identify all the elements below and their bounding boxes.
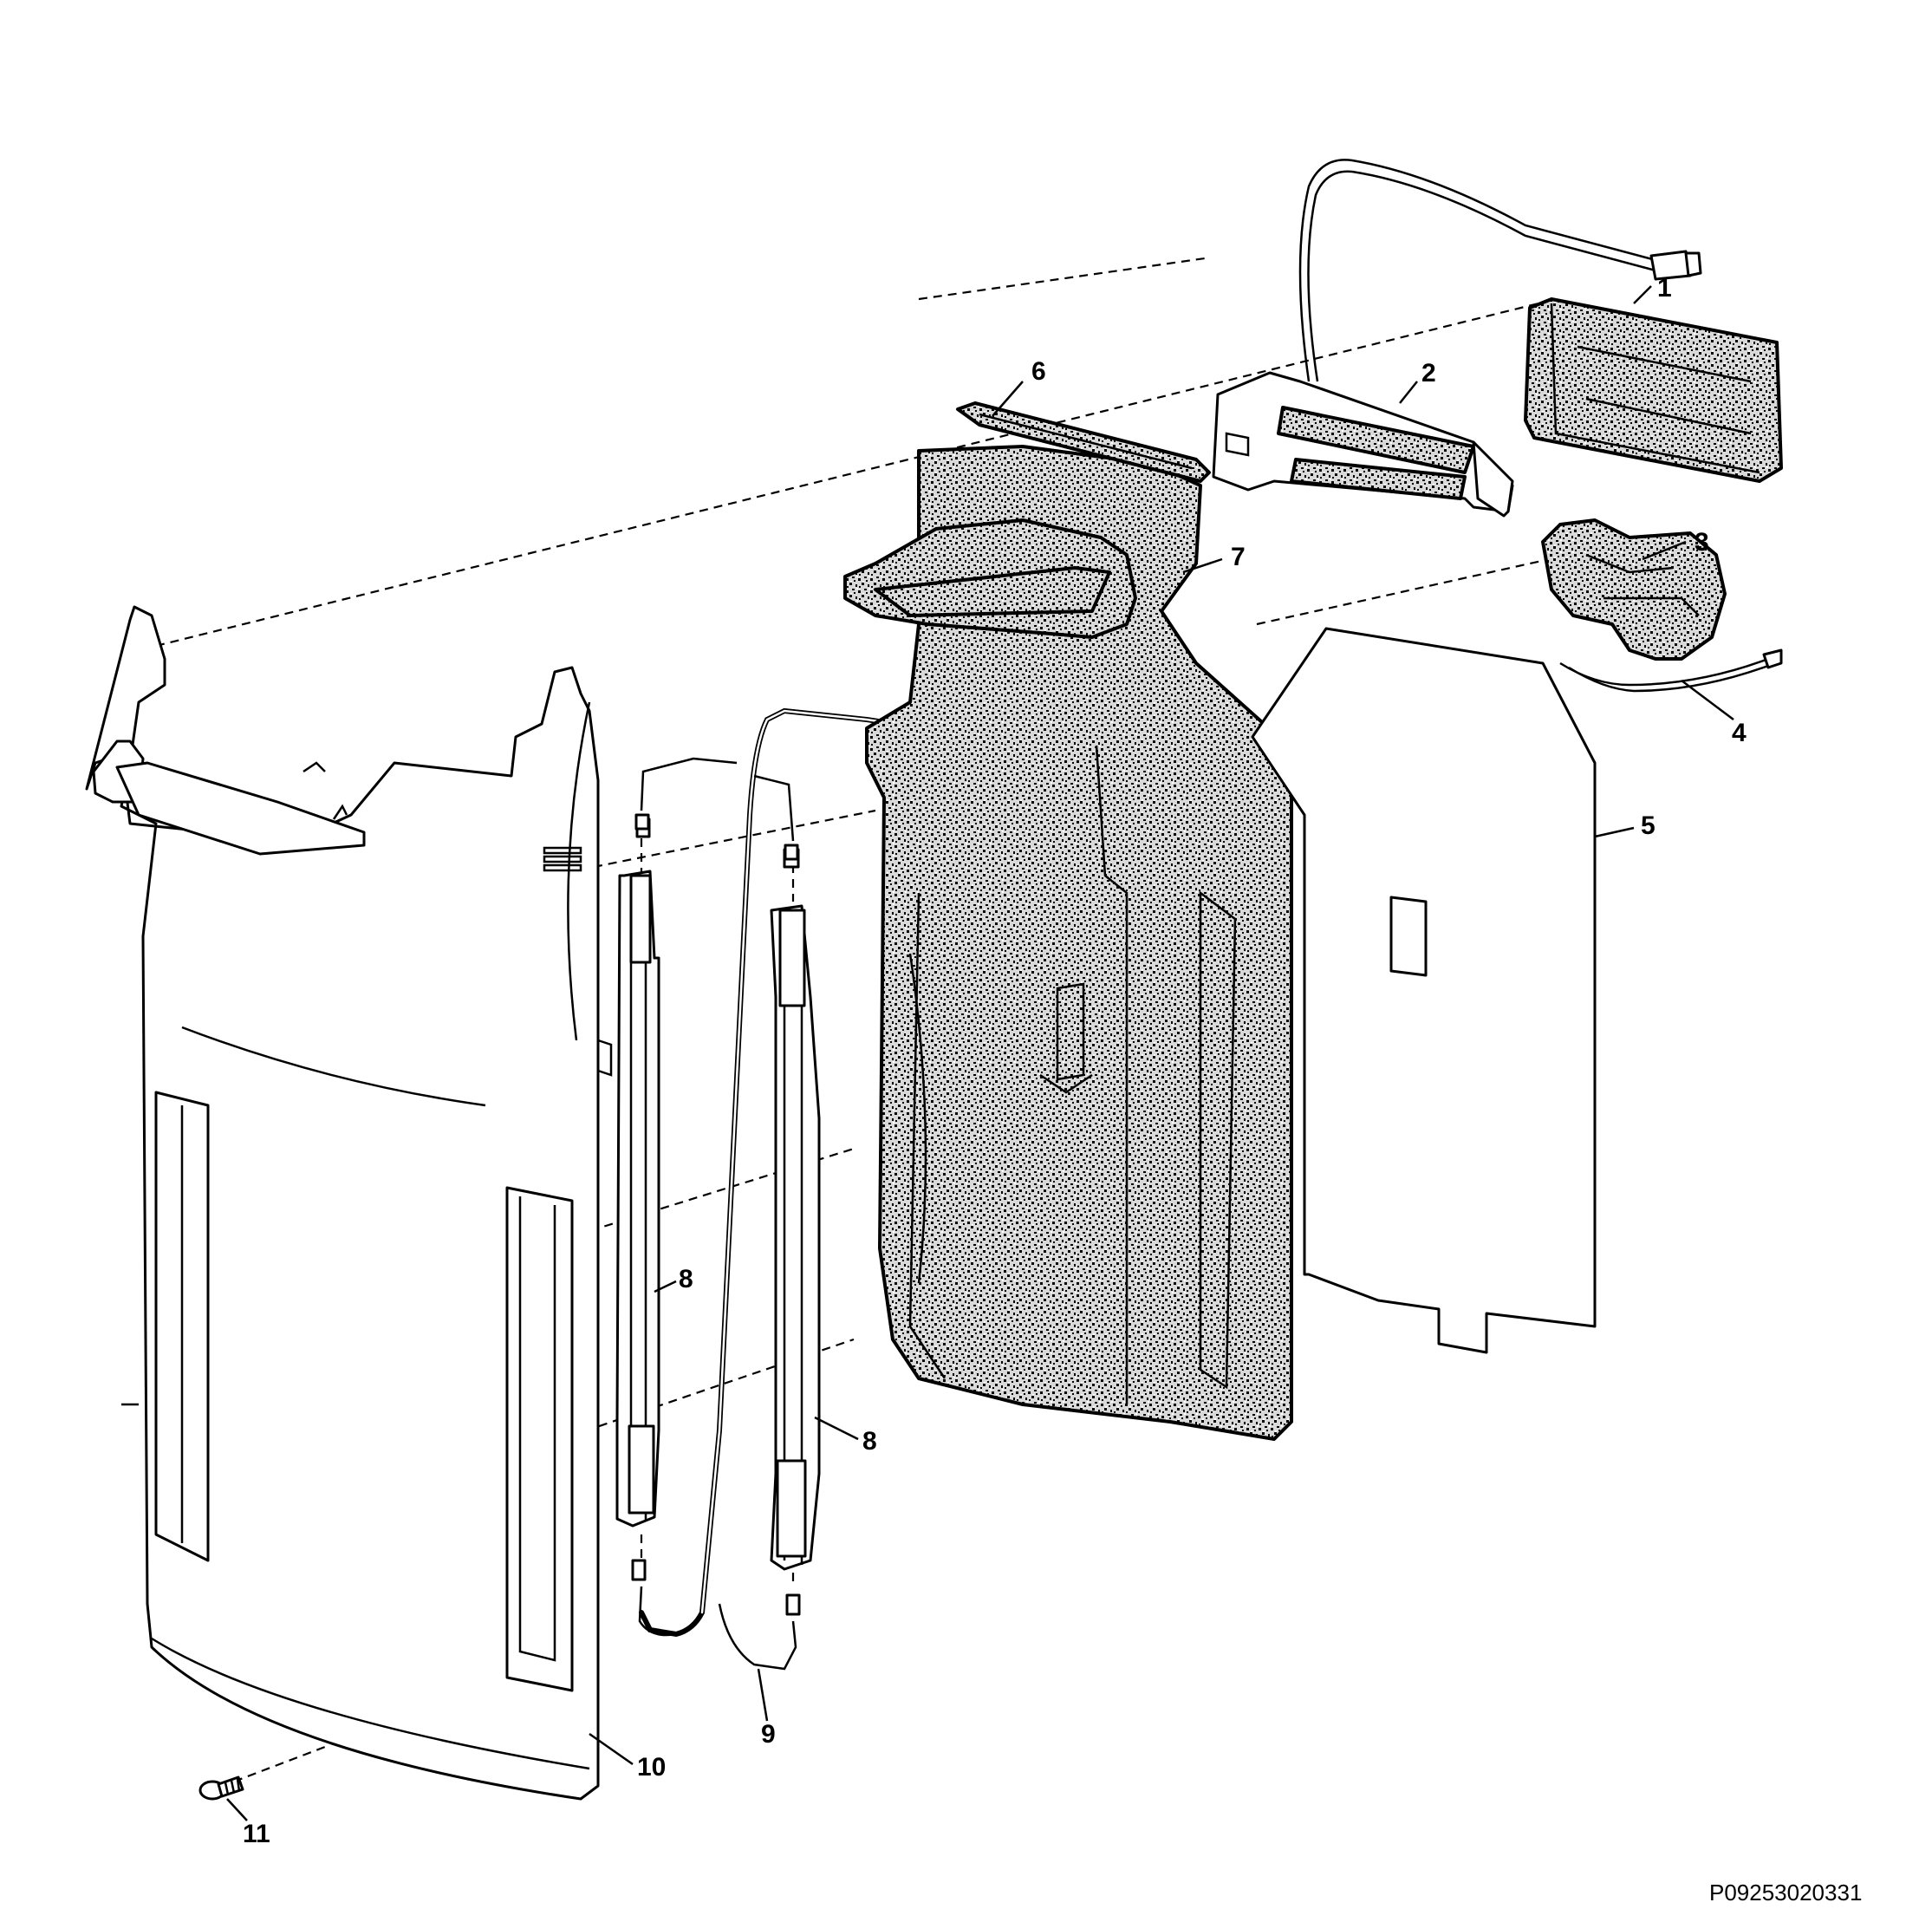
callout-9: 9 bbox=[761, 1720, 776, 1749]
part-3-cover bbox=[1541, 518, 1727, 661]
part-2-lamp-holder bbox=[1212, 159, 1702, 518]
part-10-front-cover bbox=[85, 605, 613, 1801]
vent-slots bbox=[543, 846, 582, 872]
part-1-board bbox=[1524, 297, 1783, 483]
callout-7: 7 bbox=[1231, 543, 1246, 571]
callout-1: 1 bbox=[1657, 274, 1672, 303]
callout-4: 4 bbox=[1732, 719, 1747, 747]
part-7-main-unit bbox=[843, 445, 1293, 1441]
part-4-ground-wire bbox=[1559, 648, 1783, 693]
callout-3: 3 bbox=[1695, 528, 1709, 557]
callout-labels: 1 2 3 4 5 6 7 8 8 9 10 11 bbox=[243, 274, 1747, 1848]
callout-6: 6 bbox=[1031, 357, 1046, 386]
part-5-sheet bbox=[1251, 627, 1597, 1354]
callout-11: 11 bbox=[243, 1820, 270, 1848]
callout-2: 2 bbox=[1421, 359, 1436, 388]
part-11-screw bbox=[198, 1775, 244, 1801]
part-6-bracket bbox=[956, 401, 1211, 483]
part-8-light-guide-left bbox=[615, 818, 660, 1581]
callout-8-left: 8 bbox=[679, 1265, 693, 1293]
drawing-code: P09253020331 bbox=[1709, 1880, 1862, 1906]
callout-8-right: 8 bbox=[862, 1427, 877, 1456]
part-8-light-guide-right bbox=[770, 848, 821, 1616]
callout-10: 10 bbox=[637, 1753, 666, 1782]
callout-5: 5 bbox=[1641, 811, 1656, 840]
leader-lines bbox=[226, 285, 1734, 1821]
